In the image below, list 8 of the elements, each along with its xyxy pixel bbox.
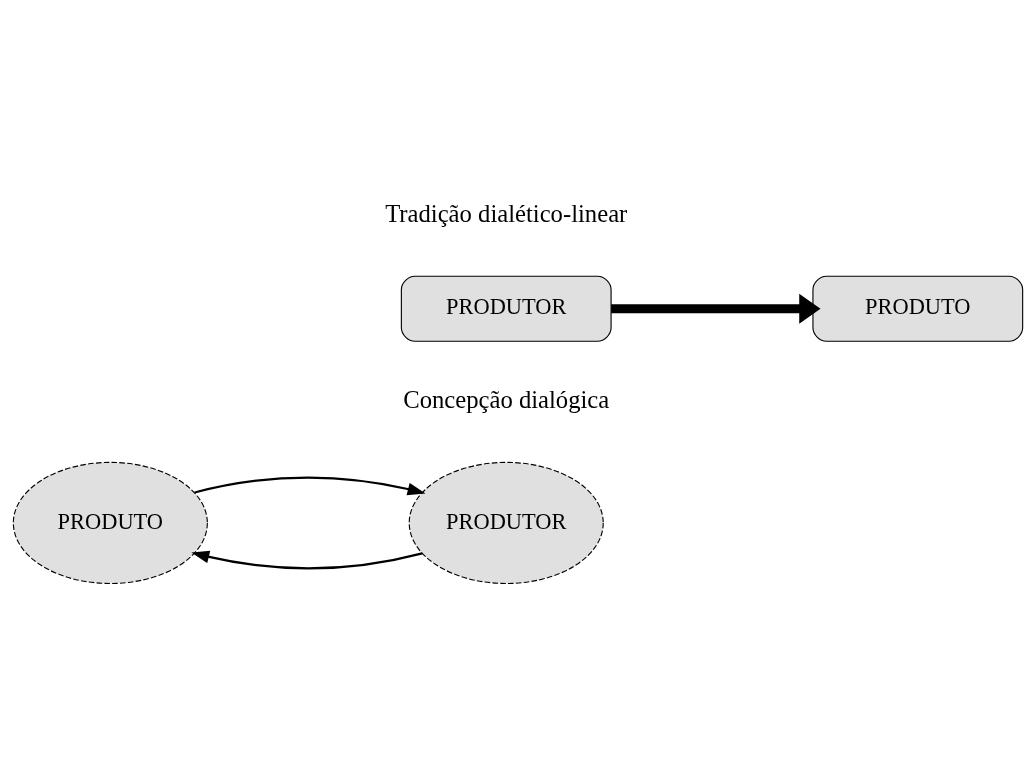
arrow	[191, 550, 423, 570]
label: Tradição dialético-linear	[385, 199, 628, 227]
arrow	[611, 293, 821, 324]
label: Concepção dialógica	[403, 386, 610, 414]
node-ellipse: PRODUTO	[12, 461, 208, 585]
node-box: PRODUTOR	[400, 275, 612, 342]
arrow	[194, 476, 426, 496]
node-box: PRODUTO	[812, 275, 1024, 342]
